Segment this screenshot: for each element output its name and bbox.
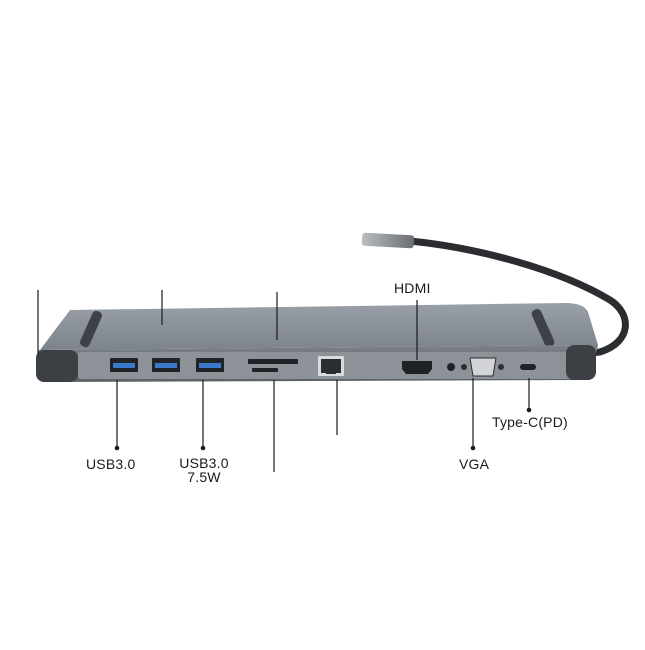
usb-a-port-2 [152,358,180,372]
audio-jack-icon [447,363,455,371]
usb-c-port-icon [520,364,536,370]
hub-top-surface [40,303,598,350]
usb-c-cable [361,232,629,358]
rj45-port-icon [318,356,344,376]
usb-label-mid-line1: USB3.0 [179,455,229,471]
vga-port-icon [461,357,504,377]
sd-card-slot-icon [248,359,298,364]
tf-card-slot-icon [252,368,278,372]
vga-label: VGA [459,456,490,472]
usb-a-port-3 [196,358,224,372]
left-rubber-foot [79,310,103,348]
hdmi-label: HDMI [394,280,431,296]
usb-a-port-1 [110,358,138,372]
leader-dots [114,407,532,451]
usb-label-left: USB3.0 [86,456,136,472]
right-end-cap [566,345,596,380]
usb-label-mid-line2: 7.5W [187,469,221,485]
hdmi-port-icon [402,361,432,374]
typec-label: Type-C(PD) [492,414,568,430]
leader-lines [37,290,530,472]
right-rubber-foot [531,308,555,348]
usb-label-mid: USB3.0 7.5W [176,456,232,484]
left-end-cap [36,350,78,382]
